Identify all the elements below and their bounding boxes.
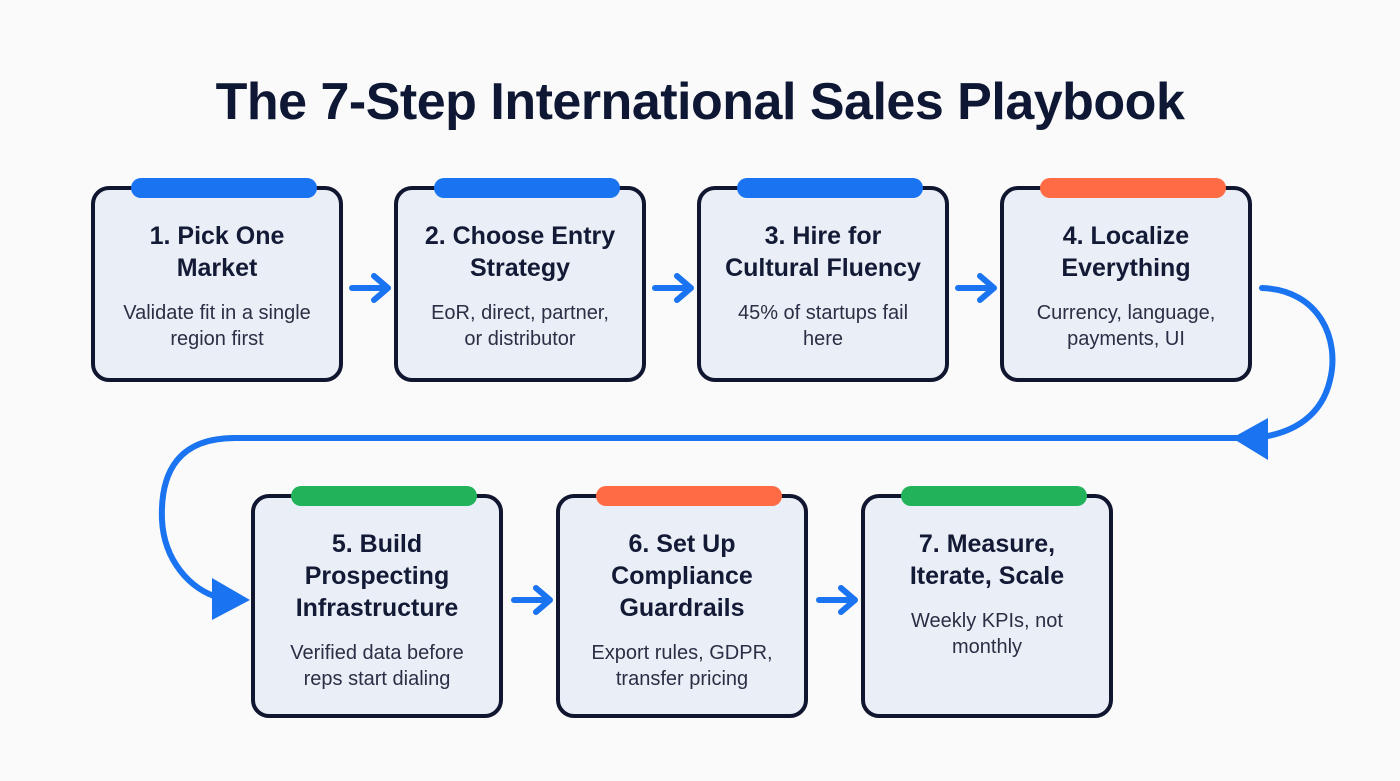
accent-bar bbox=[291, 486, 477, 506]
accent-bar bbox=[901, 486, 1087, 506]
arrow-icon bbox=[652, 273, 694, 303]
connector-curve bbox=[1259, 285, 1336, 440]
accent-bar bbox=[434, 178, 620, 198]
step-description: Export rules, GDPR,transfer pricing bbox=[591, 642, 773, 690]
accent-bar bbox=[596, 486, 782, 506]
accent-bar bbox=[737, 178, 923, 198]
step-description: EoR, direct, partner,or distributor bbox=[431, 302, 609, 350]
arrow-icon bbox=[349, 273, 391, 303]
arrow-icon bbox=[816, 585, 858, 615]
step-card-7: 7. Measure,Iterate, Scale Weekly KPIs, n… bbox=[861, 486, 1113, 718]
arrowhead-icon bbox=[1232, 418, 1268, 460]
accent-bar bbox=[1040, 178, 1226, 198]
arrow-icon bbox=[955, 273, 997, 303]
arrowhead-icon bbox=[212, 578, 250, 620]
accent-bar bbox=[131, 178, 317, 198]
step-description: Currency, language,payments, UI bbox=[1036, 302, 1216, 350]
arrow-icon bbox=[511, 585, 553, 615]
page-title: The 7-Step International Sales Playbook bbox=[215, 73, 1185, 131]
step-title: 7. Measure,Iterate, Scale bbox=[909, 530, 1065, 590]
